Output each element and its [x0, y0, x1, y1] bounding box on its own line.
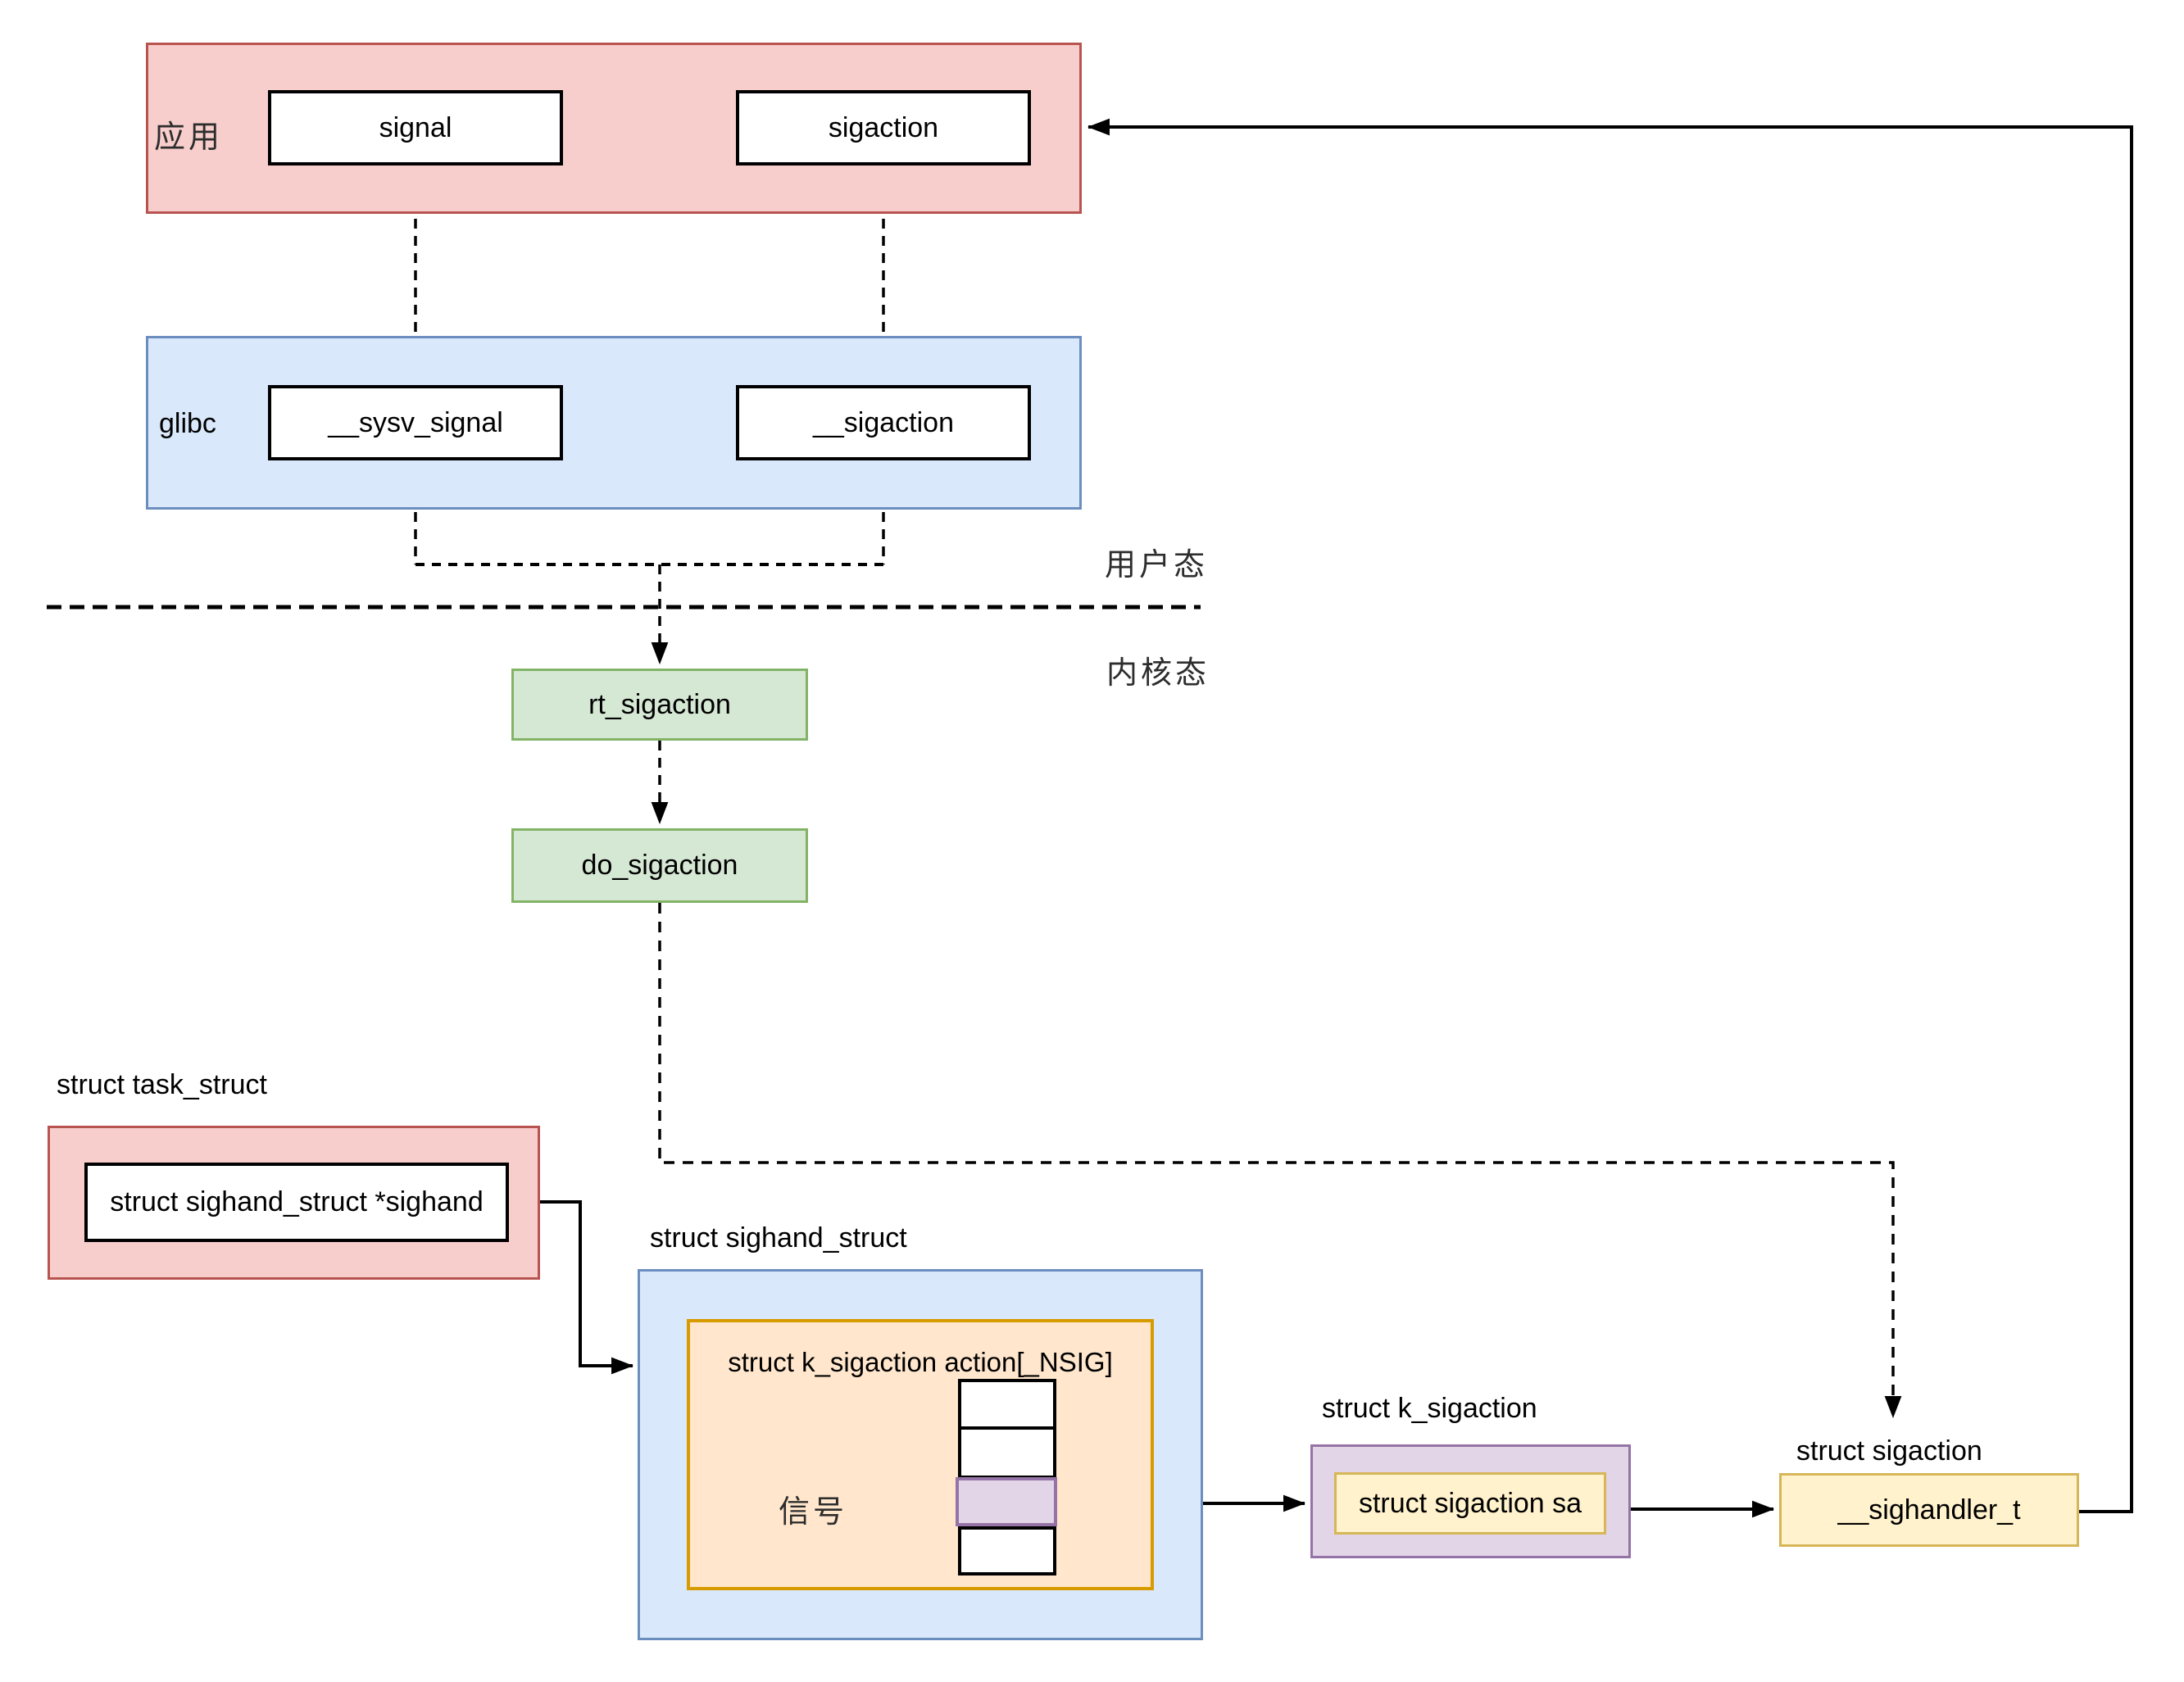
k-sigaction-array-box: struct k_sigaction action[_NSIG] [687, 1319, 1154, 1590]
sighandler-t-label: __sighandler_t [1837, 1494, 2021, 1526]
user-mode-label: 用户态 [1105, 548, 1209, 583]
signal-box-label: signal [379, 111, 452, 143]
k-sigaction-title: struct k_sigaction [1322, 1393, 1537, 1424]
app-label: 应用 [154, 120, 224, 155]
sysv-signal-box-label: __sysv_signal [328, 406, 503, 438]
task-struct-title: struct task_struct [57, 1069, 267, 1100]
rt-sigaction-label: rt_sigaction [588, 688, 731, 720]
sigaction-struct-title: struct sigaction [1796, 1435, 1982, 1467]
glibc-sigaction-box-label: __sigaction [812, 406, 954, 438]
glibc-sigaction-box: __sigaction [736, 385, 1031, 460]
glibc-label: glibc [159, 408, 216, 439]
array-cell [958, 1426, 1056, 1479]
sigaction-sa-label: struct sigaction sa [1358, 1487, 1582, 1519]
arrow-sighandler-return-to-app [1087, 118, 2133, 1513]
sigaction-sa-field: struct sigaction sa [1334, 1472, 1606, 1535]
kernel-mode-label: 内核态 [1106, 656, 1210, 691]
rt-sigaction-box: rt_sigaction [511, 669, 808, 741]
array-cell-highlighted [956, 1477, 1057, 1526]
sigaction-box-label: sigaction [828, 111, 939, 143]
signal-box: signal [268, 90, 563, 165]
array-cell [958, 1379, 1056, 1430]
array-cell [958, 1526, 1056, 1575]
sigaction-box: sigaction [736, 90, 1031, 165]
sysv-signal-box: __sysv_signal [268, 385, 563, 460]
sighand-pointer-field: struct sighand_struct *sighand [84, 1163, 509, 1242]
sighand-struct-title: struct sighand_struct [650, 1222, 907, 1254]
sighandler-t-box: __sighandler_t [1779, 1473, 2079, 1547]
arrow-sighand-ptr-to-sighand-struct [509, 1200, 634, 1375]
sighand-pointer-label: struct sighand_struct *sighand [110, 1186, 484, 1217]
do-sigaction-label: do_sigaction [581, 850, 738, 881]
do-sigaction-box: do_sigaction [511, 828, 808, 903]
k-sigaction-array-title: struct k_sigaction action[_NSIG] [728, 1347, 1113, 1377]
signal-index-label: 信号 [779, 1495, 848, 1530]
arrow-do-sigaction-to-struct-sigaction [658, 903, 1902, 1419]
